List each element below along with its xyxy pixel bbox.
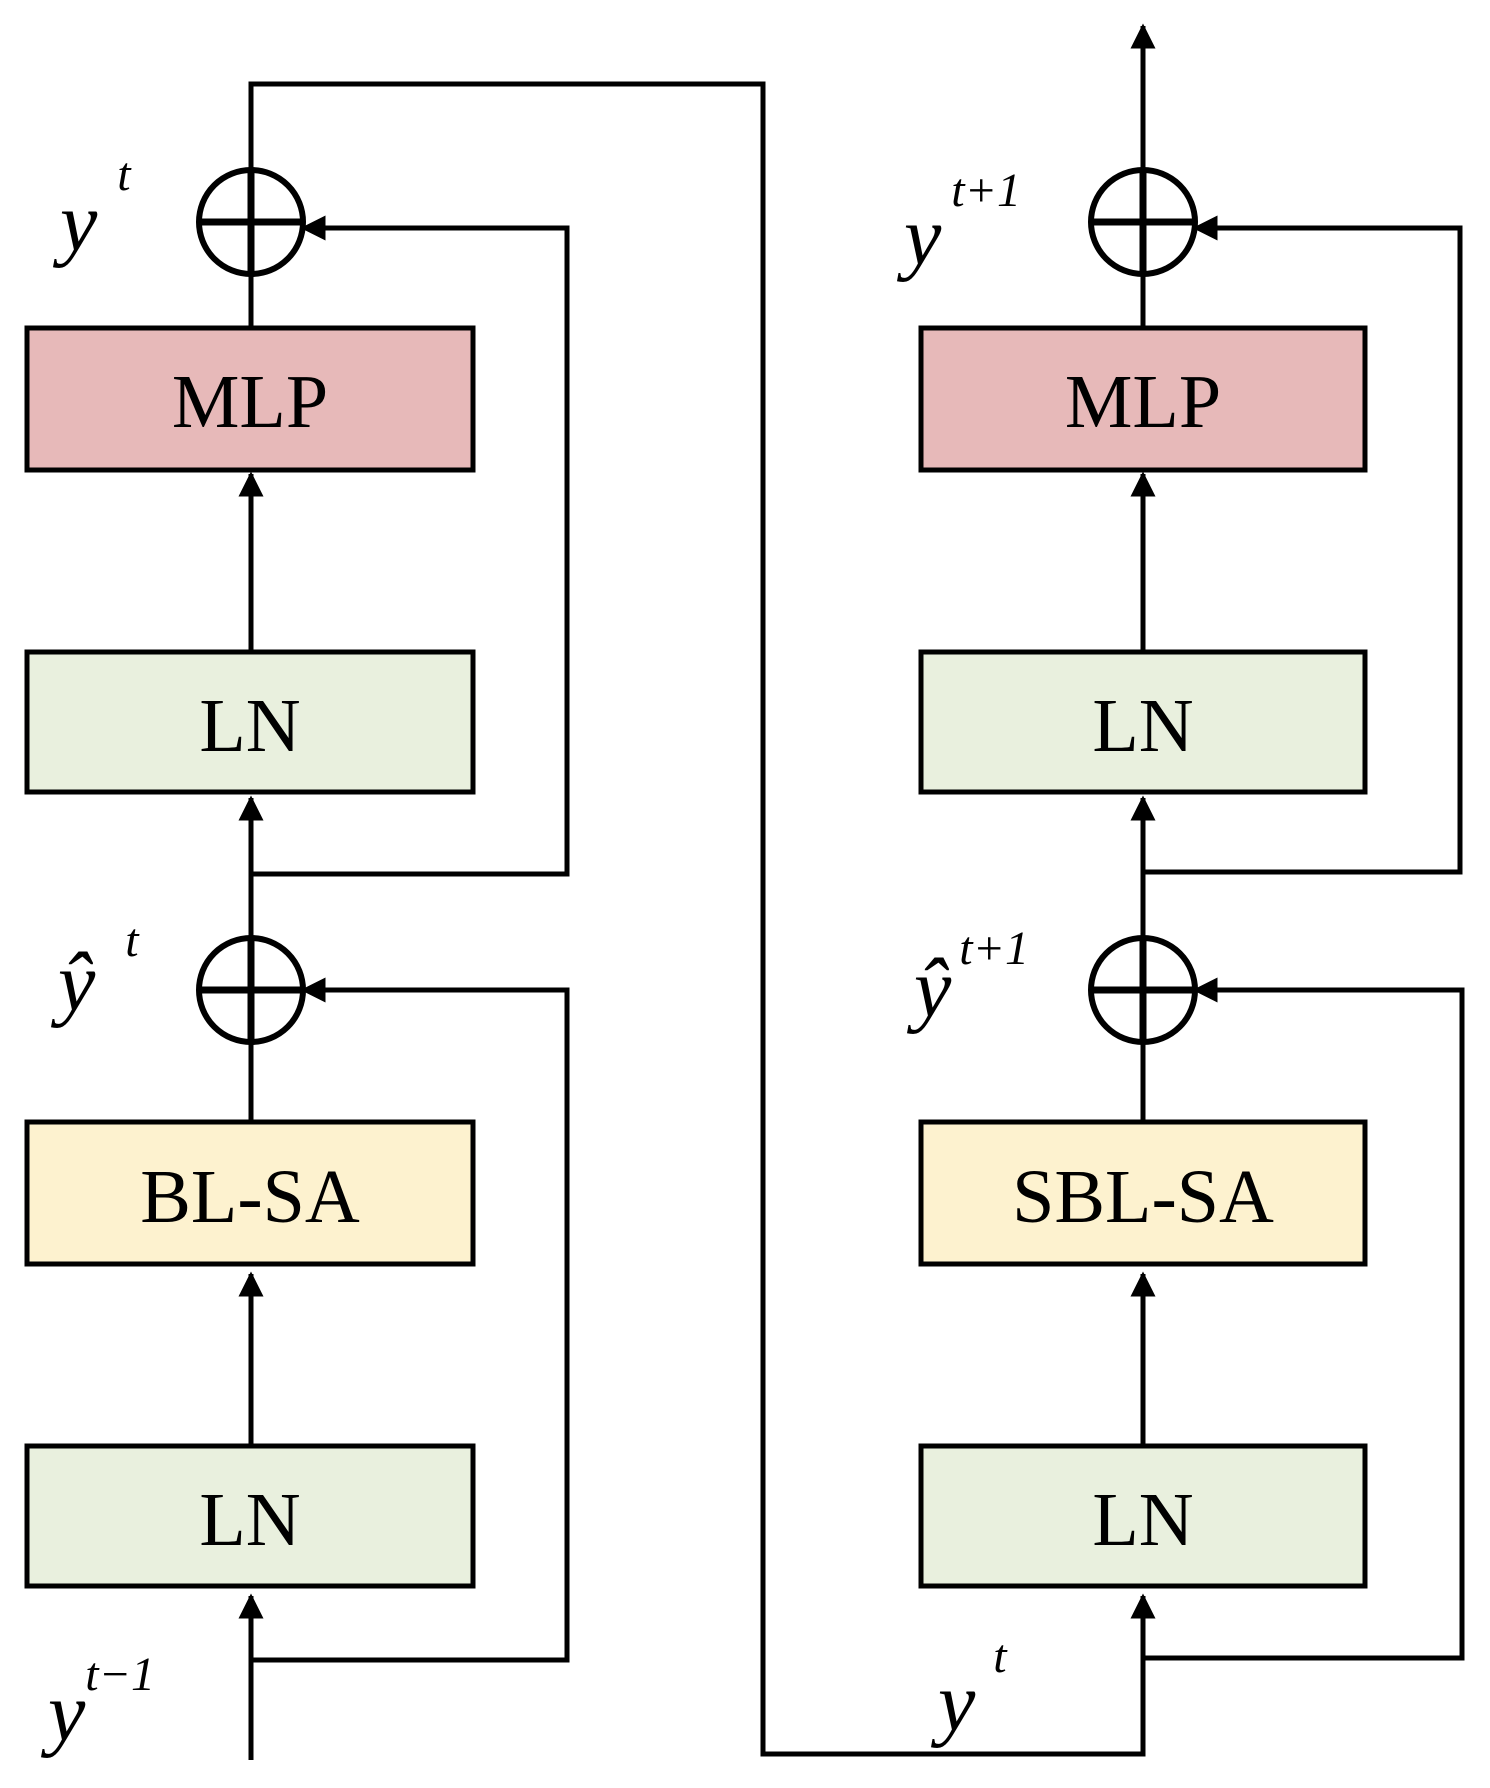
left-sa-box [24, 1119, 476, 1267]
right-skip-2 [1143, 215, 1463, 875]
right-add-node-upper [1088, 167, 1198, 277]
left-add-node-upper [196, 167, 306, 277]
right-sa-box [918, 1119, 1368, 1267]
right-sa-label: SBL-SA [1012, 1155, 1274, 1239]
right-add-node-lower [1088, 935, 1198, 1045]
left-ln-top-label: LN [199, 684, 300, 768]
left-sa-label: BL-SA [140, 1155, 360, 1239]
left-skip-1 [251, 977, 570, 1663]
left-mlp-box [24, 325, 476, 473]
left-mlp-label: MLP [172, 360, 328, 444]
left-input-var: yt−1 [40, 1648, 155, 1759]
left-output-var: yt [52, 148, 132, 269]
inter-block-connector [248, 81, 1156, 1757]
right-mlp-box [918, 325, 1368, 473]
right-ln-top-label: LN [1092, 684, 1193, 768]
left-ln-top-box [24, 649, 476, 795]
left-add-node-lower [196, 935, 306, 1045]
right-ln-bottom-label: LN [1092, 1478, 1193, 1562]
left-ln-bottom-label: LN [199, 1478, 300, 1562]
right-ln-bottom-box [918, 1443, 1368, 1589]
right-mlp-label: MLP [1065, 360, 1221, 444]
right-ln-top-box [918, 649, 1368, 795]
left-ln-bottom-box [24, 1443, 476, 1589]
left-skip-2 [251, 215, 570, 877]
right-skip-1 [1143, 977, 1465, 1661]
